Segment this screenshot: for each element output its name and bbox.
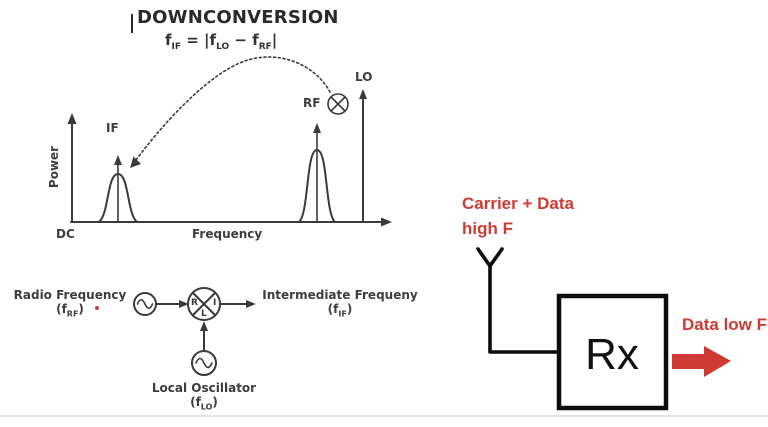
formula-sub-rf: RF (258, 42, 272, 52)
carrier-data-label: Carrier + Data high F (462, 191, 574, 241)
mixer-port-r: R (191, 298, 198, 308)
formula-sub-lo: LO (216, 42, 230, 52)
flo-close: ) (212, 395, 218, 409)
formula-sub-if: IF (171, 42, 182, 52)
flo-sub: LO (200, 402, 213, 412)
radio-frequency-text: Radio Frequency (13, 288, 127, 302)
formula-eq: = |f (181, 31, 217, 49)
text-cursor (131, 14, 133, 33)
lo-impulse-label: LO (355, 70, 373, 84)
carrier-line1: Carrier + Data (462, 194, 574, 213)
red-dot-icon (95, 306, 99, 310)
radio-frequency-label: Radio Frequency (fRF) (12, 288, 128, 321)
rf-peak (298, 123, 336, 223)
mixer-icon-small (327, 93, 349, 115)
lo-source-icon (191, 350, 217, 376)
fif-open: (f (327, 302, 339, 316)
rf-input-arrow (156, 300, 189, 308)
if-formula: fIF = |fLO − fRF| (165, 31, 277, 52)
local-oscillator-label: Local Oscillator (fLO) (146, 381, 262, 414)
y-axis-label: Power (47, 145, 61, 189)
rf-source-icon (133, 292, 157, 316)
lo-impulse (359, 89, 367, 223)
intermediate-frequency-text: Intermediate Frequeny (262, 288, 418, 302)
intermediate-frequency-label: Intermediate Frequeny (fIF) (258, 288, 422, 321)
fif-close: ) (346, 302, 353, 316)
rf-peak-label: RF (303, 96, 321, 110)
antenna-icon (476, 247, 559, 354)
carrier-line2: high F (462, 219, 513, 238)
if-output-arrow (220, 300, 256, 308)
fif-sub: IF (338, 309, 347, 319)
downconversion-arc (130, 56, 331, 168)
radio-frequency-symbol: (fRF) (12, 302, 128, 321)
local-oscillator-text: Local Oscillator (151, 381, 257, 395)
mixer-port-i: I (213, 298, 217, 308)
local-oscillator-symbol: (fLO) (146, 395, 262, 414)
frf-open: (f (56, 302, 67, 316)
power-axis (67, 113, 77, 223)
page-title: DOWNCONVERSION (137, 7, 339, 28)
dc-label: DC (56, 227, 75, 241)
formula-f: f (165, 31, 172, 49)
frf-close: ) (78, 302, 84, 316)
if-peak-label: IF (106, 121, 119, 135)
rx-box (556, 293, 669, 411)
rx-label: Rx (585, 330, 639, 379)
x-axis-label: Frequency (192, 227, 263, 241)
mixer-port-l: L (201, 309, 207, 319)
formula-minus: − f (229, 31, 259, 49)
frf-sub: RF (66, 309, 79, 319)
flo-open: (f (190, 395, 201, 409)
red-arrow-icon (672, 346, 731, 377)
if-peak (98, 155, 138, 223)
frequency-axis (70, 217, 392, 227)
lo-input-arrow (200, 321, 208, 351)
formula-bar: | (271, 31, 278, 49)
data-low-f-label: Data low F (682, 315, 768, 334)
intermediate-frequency-symbol: (fIF) (258, 302, 422, 321)
